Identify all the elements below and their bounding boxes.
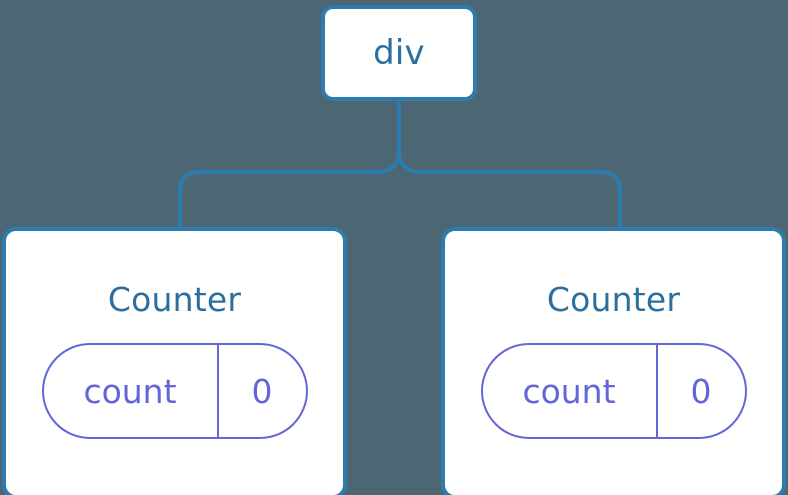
state-key-right: count: [483, 345, 658, 437]
node-counter-left-label: Counter: [107, 280, 242, 319]
state-value-right: 0: [690, 371, 712, 411]
node-counter-left[interactable]: Counter count 0: [2, 227, 347, 495]
connector-root-to-children: [178, 98, 622, 231]
node-counter-right[interactable]: Counter count 0: [441, 227, 786, 495]
node-div-label: div: [373, 33, 425, 73]
state-pill-right[interactable]: count 0: [480, 343, 747, 439]
node-counter-right-label: Counter: [546, 280, 681, 319]
node-div[interactable]: div: [321, 5, 477, 101]
state-pill-left[interactable]: count 0: [41, 343, 308, 439]
state-key-left: count: [44, 345, 219, 437]
state-value-left: 0: [251, 371, 273, 411]
